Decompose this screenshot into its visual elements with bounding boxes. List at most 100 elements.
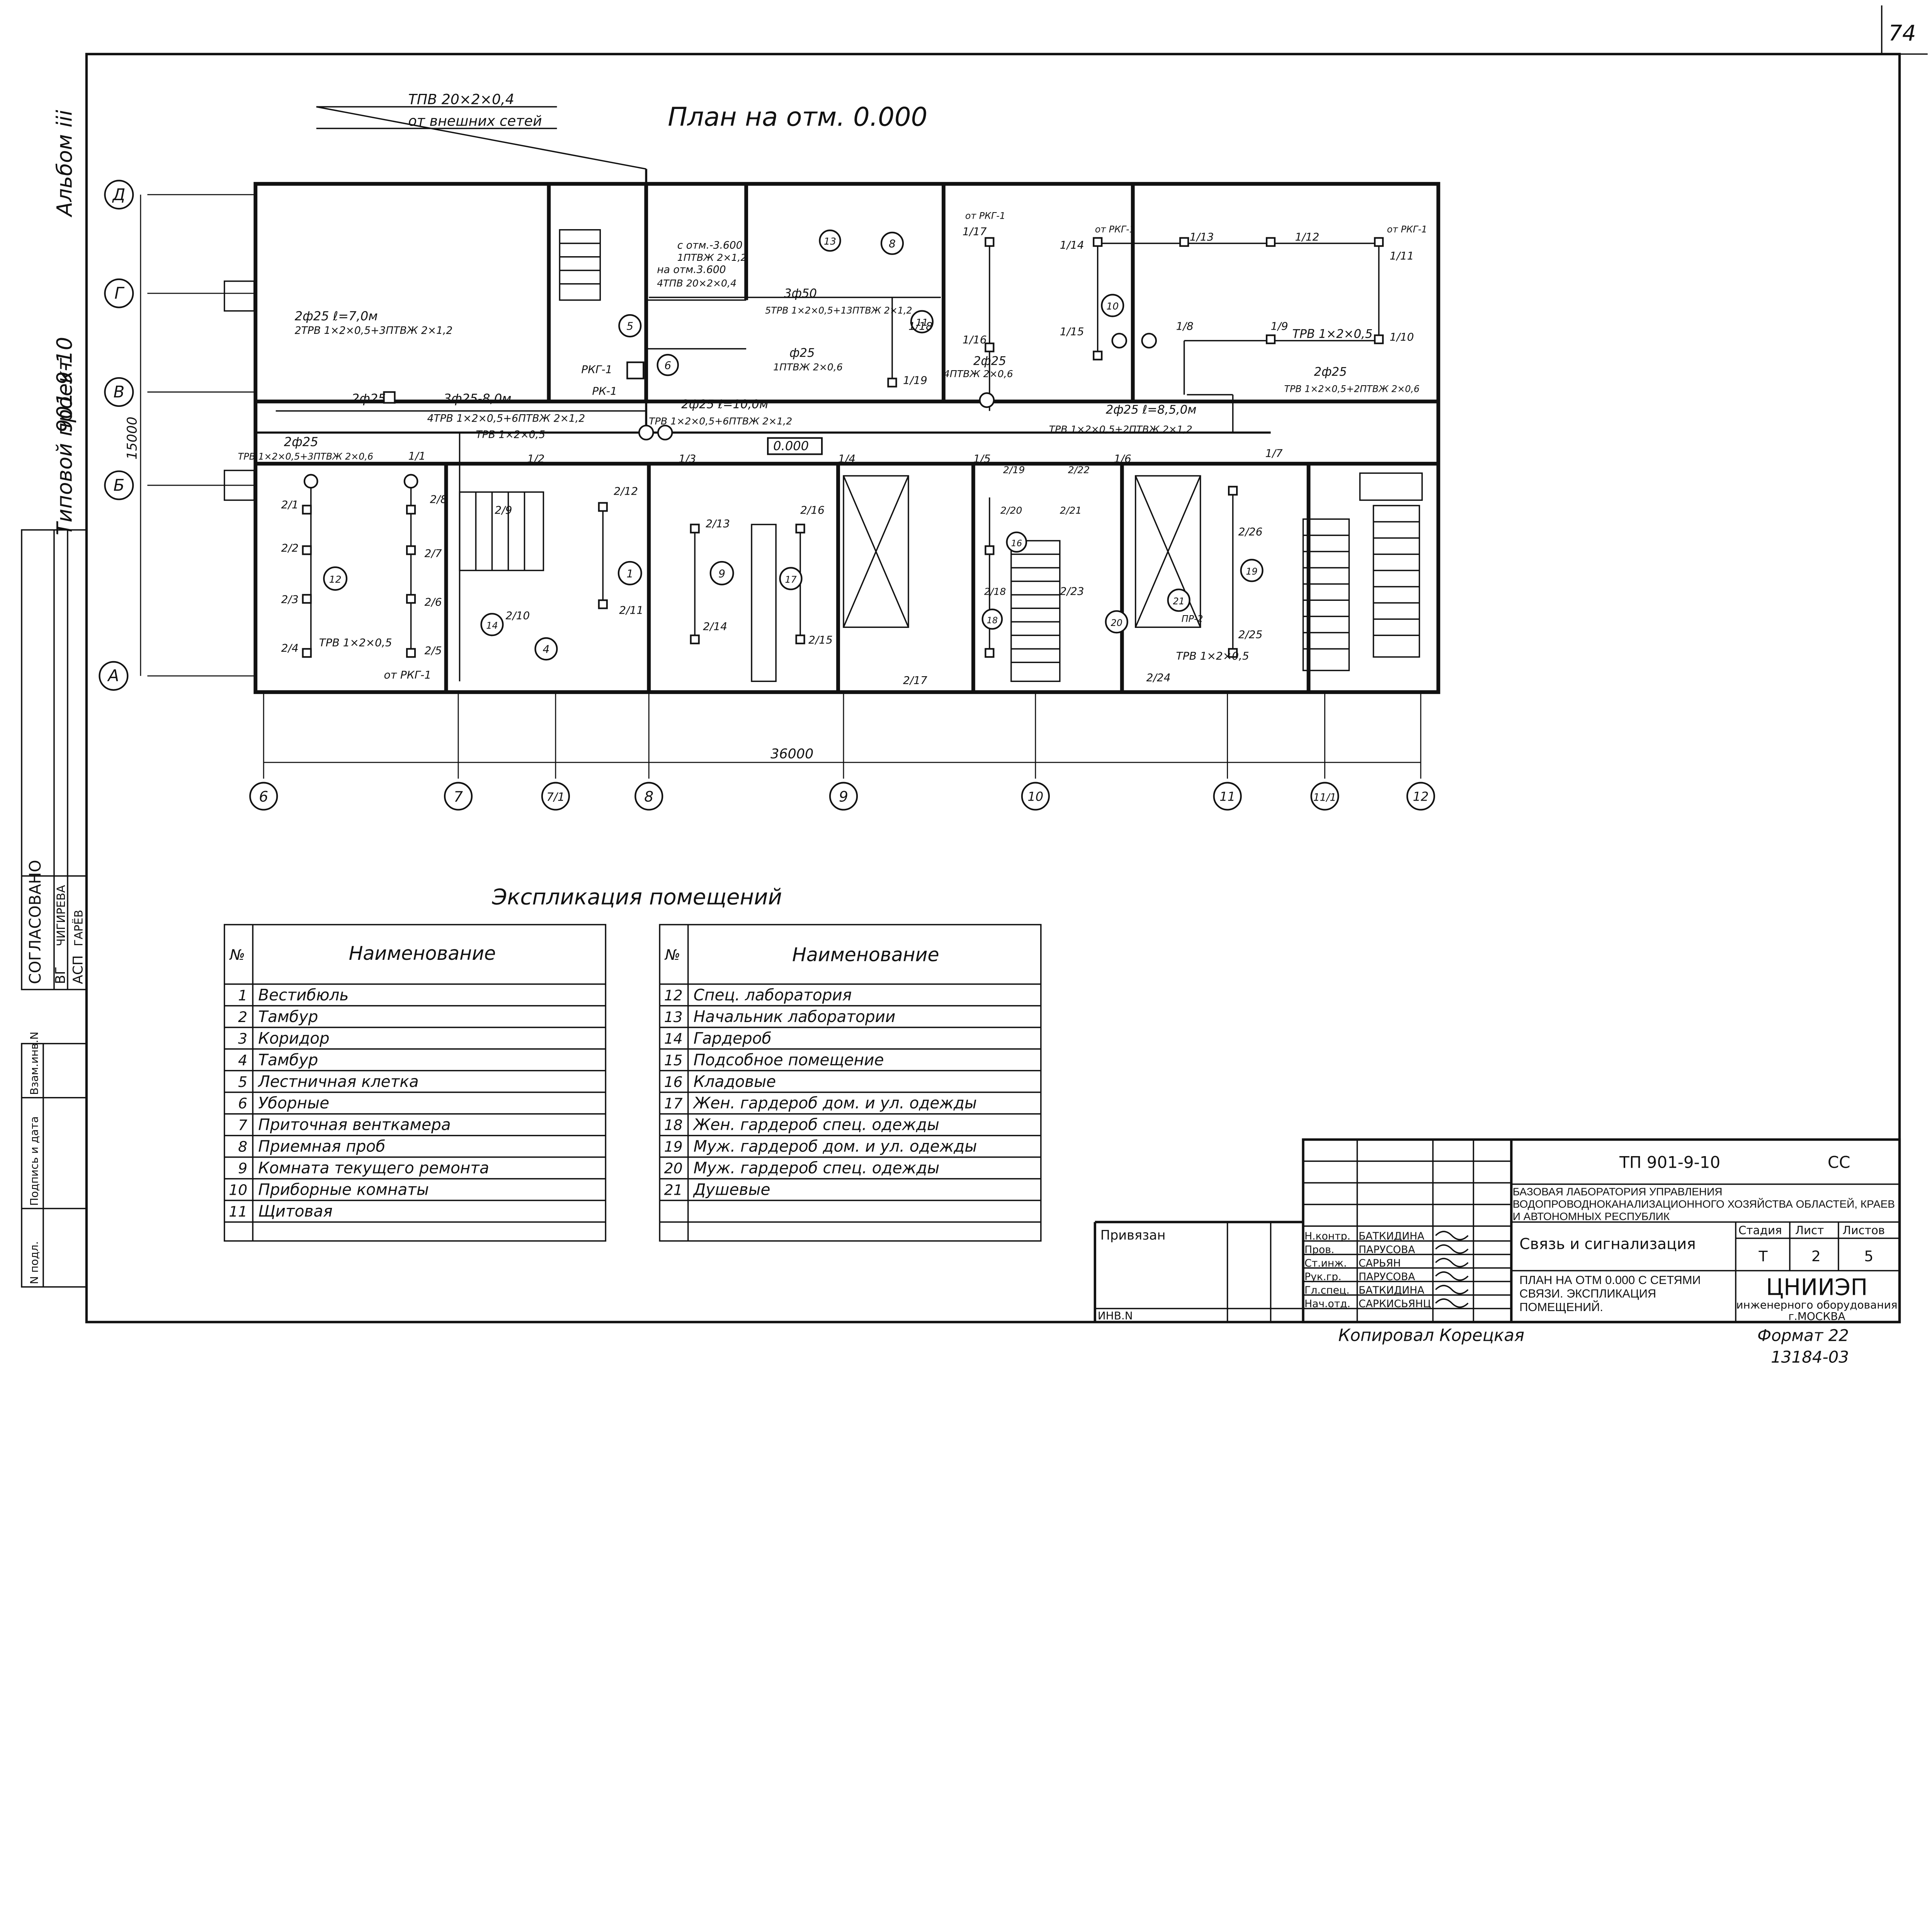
axis-col-label: 10: [1027, 789, 1043, 804]
node-label: 1/19: [903, 374, 927, 387]
explication-row-no: 16: [664, 1073, 683, 1090]
cable-label: от РКГ-1: [965, 211, 1005, 221]
axis-row-label: В: [113, 383, 124, 401]
explication-row-name: Приборные комнаты: [258, 1180, 429, 1199]
explication-row-no: 12: [664, 987, 683, 1004]
external-cable-label: ТПВ 20×2×0,4: [408, 91, 514, 107]
cable-label: от РКГ-1: [384, 668, 432, 681]
sheet-header: Лист: [1795, 1224, 1824, 1237]
node-label: 2/1: [281, 498, 299, 511]
node-label: 1/15: [1060, 325, 1084, 338]
axis-col-label: 9: [839, 788, 848, 805]
explication-row-name: Приемная проб: [258, 1137, 385, 1156]
explication-row-no: 21: [664, 1182, 683, 1199]
explication-no-header: №: [664, 946, 680, 963]
section-title: Связь и сигнализация: [1519, 1236, 1696, 1253]
explication-name-header: Наименование: [792, 944, 939, 966]
signer-role: Рук.гр.: [1304, 1271, 1342, 1283]
stamp-label-1: Взам.инв.N: [28, 1032, 41, 1095]
format-label: Формат 22: [1757, 1326, 1849, 1345]
archive-number: 13184-03: [1771, 1347, 1849, 1366]
cable-label: 1ПТВЖ 2×1,2: [677, 252, 747, 263]
node-label: 1/6: [1114, 452, 1131, 465]
stamp-label-3: N подл.: [28, 1241, 41, 1284]
explication-row-no: 8: [238, 1138, 247, 1155]
signer-role: Гл.спец.: [1304, 1284, 1350, 1296]
cable-label: ф25: [789, 346, 815, 360]
node-label: 2/15: [808, 633, 833, 646]
explication-row-no: 5: [238, 1073, 247, 1090]
room-number: 8: [889, 237, 896, 250]
explication-row-name: Душевые: [693, 1180, 770, 1199]
explication-row-no: 1: [238, 987, 247, 1004]
explication-row-name: Муж. гардероб дом. и ул. одежды: [694, 1137, 977, 1156]
drawing-sheet: 74 Альбом iii 901-9-10 Типовой проект СО…: [21, 5, 1928, 1367]
explication-row-no: 9: [238, 1160, 247, 1177]
node-label: 2/4: [281, 641, 299, 654]
explication-row-name: Кладовые: [694, 1072, 776, 1091]
room-number: 13: [824, 236, 836, 247]
room-number: 20: [1111, 617, 1122, 628]
room-number: 4: [543, 643, 549, 656]
node-label: 2/17: [903, 674, 927, 687]
explication-row-name: Начальник лаборатории: [694, 1007, 896, 1026]
cable-label: 4ТПВ 20×2×0,4: [657, 278, 736, 289]
axis-row-label: А: [107, 666, 119, 685]
node-labels: 1/1 1/2 1/3 1/4 1/5 1/6 1/7 1/8 1/9 1/10…: [281, 225, 1414, 687]
copied-by: Копировал Корецкая: [1338, 1326, 1524, 1345]
cable-label: ТРВ 1×2×0,5: [1176, 650, 1249, 662]
organization: ЦНИИЭП: [1766, 1274, 1867, 1301]
room-number: 5: [626, 320, 633, 333]
signer-name: САРКИСЬЯНЦ: [1359, 1298, 1431, 1310]
node-label: 1/16: [963, 333, 987, 346]
project-code: ТП 901-9-10: [1619, 1153, 1720, 1172]
node-label: 2/6: [425, 595, 442, 608]
sheets-value: 5: [1864, 1248, 1873, 1265]
explication-row-name: Муж. гардероб спец. одежды: [694, 1159, 940, 1177]
external-from-label: от внешних сетей: [408, 112, 542, 129]
node-label: 1/4: [838, 452, 855, 465]
explication-row-name: Уборные: [258, 1094, 329, 1112]
axis-row-label: Г: [114, 284, 125, 303]
node-label: 2/7: [425, 547, 442, 560]
explication-row-no: 7: [238, 1117, 247, 1134]
signer-role: Пров.: [1304, 1244, 1334, 1256]
cable-label: 4ПТВЖ 2×0,6: [944, 368, 1013, 379]
cable-label: 3ф25-8,0м: [444, 391, 512, 406]
room-number: 10: [1106, 301, 1119, 312]
cable-label: от РКГ-1: [1095, 224, 1135, 235]
node-label: 2/3: [281, 593, 299, 605]
axis-col-label: 7: [454, 788, 463, 805]
node-label: 2/26: [1238, 525, 1263, 538]
approval-name-2: ГАРЁВ: [71, 910, 85, 946]
explication-no-header: №: [229, 946, 245, 963]
cable-label: РКГ-1: [581, 363, 612, 376]
explication-row-name: Жен. гардероб спец. одежды: [692, 1116, 939, 1134]
drawing-mark: СС: [1828, 1153, 1850, 1172]
approval-code-1: ВГ: [53, 967, 68, 984]
cable-network: 0.000: [255, 169, 1384, 682]
explication-row-no: 11: [229, 1203, 247, 1220]
building-outline: [253, 182, 1440, 694]
approval-code-2: АСП: [70, 955, 86, 984]
room-number: 6: [664, 359, 671, 372]
cable-label: 2ф25: [284, 434, 318, 449]
approval-header: СОГЛАСОВАНО: [26, 860, 44, 984]
cable-label: ТРВ 1×2×0,5+2ПТВЖ 2×0,6: [1284, 384, 1420, 395]
sheet-value: 2: [1811, 1248, 1821, 1265]
explication-title: Экспликация помещений: [492, 884, 782, 910]
cable-label: 2ТРВ 1×2×0,5+3ПТВЖ 2×1,2: [295, 325, 453, 337]
cable-label: 2ф25 ℓ=10,0м: [681, 398, 768, 412]
dim-vertical: 15000: [124, 417, 140, 459]
cable-label: с отм.-3.600: [677, 240, 743, 252]
room-number: 19: [1246, 566, 1257, 577]
explication-row-no: 20: [664, 1160, 683, 1177]
explication-row-name: Спец. лаборатория: [694, 986, 852, 1004]
node-label: 1/1: [408, 449, 426, 462]
node-label: 1/18: [908, 320, 933, 333]
node-label: 1/17: [963, 225, 987, 238]
dim-horizontal: 36000: [770, 747, 813, 762]
explication-row-name: Тамбур: [258, 1051, 318, 1069]
explication-row-no: 18: [664, 1117, 683, 1134]
explication-row-no: 14: [664, 1030, 683, 1047]
